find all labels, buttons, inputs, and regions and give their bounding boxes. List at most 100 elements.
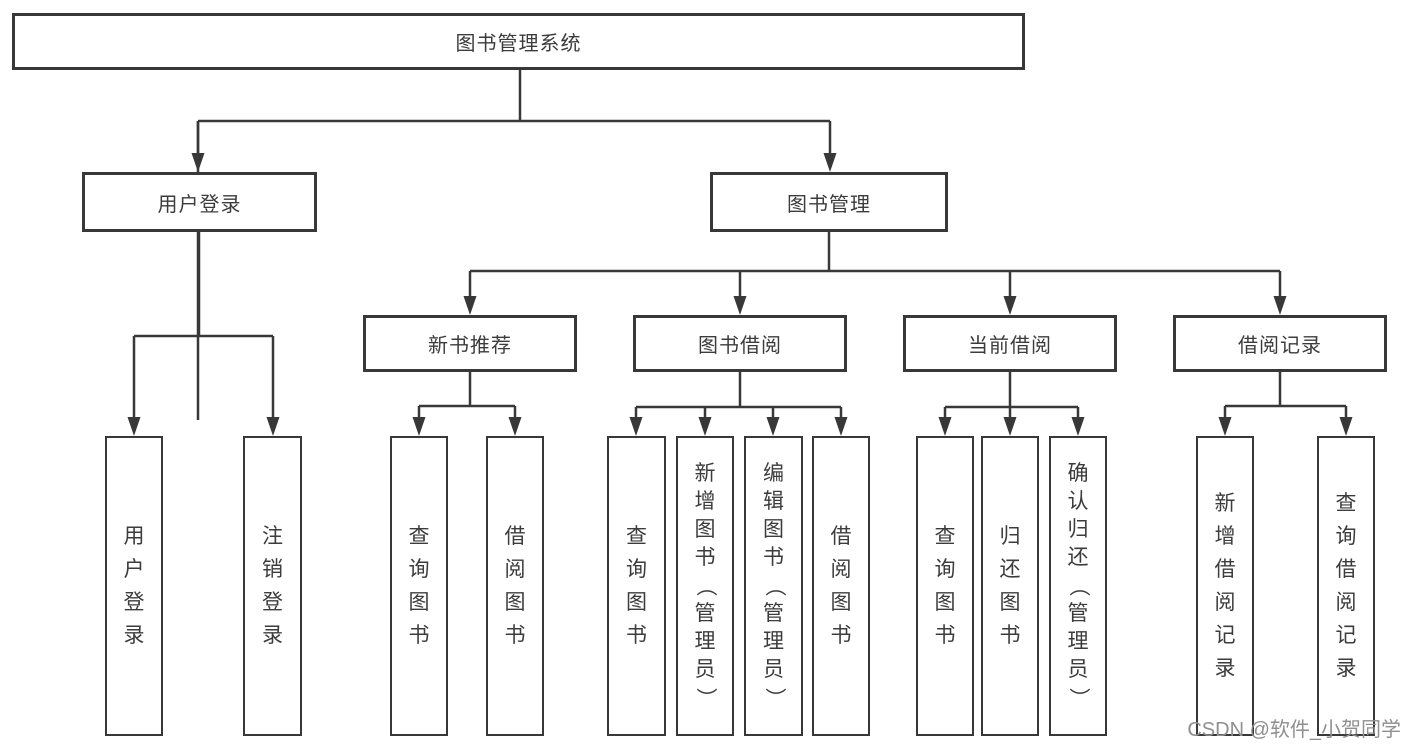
- leaf-logout: 注销登录: [243, 436, 302, 736]
- vertical-char: 记: [1214, 623, 1236, 647]
- arrowhead: [938, 417, 952, 436]
- vertical-char: 新: [1214, 491, 1236, 515]
- vertical-char: 书: [504, 623, 526, 647]
- vertical-char: 员: [763, 658, 784, 681]
- vertical-char: 询: [934, 557, 956, 581]
- vertical-char: 户: [123, 557, 145, 581]
- arrowhead: [508, 417, 522, 436]
- vertical-char: 书: [830, 623, 852, 647]
- vertical-char: 查: [626, 524, 647, 548]
- arrowhead: [834, 417, 848, 436]
- vertical-char: 归: [1067, 518, 1089, 541]
- vertical-char: 录: [1214, 656, 1236, 680]
- arrowhead: [766, 417, 780, 436]
- vertical-char: 图: [694, 518, 716, 541]
- vertical-char: 查: [1335, 491, 1357, 515]
- vertical-char: 管: [1067, 602, 1089, 625]
- csdn-watermark: CSDN @软件_小贺同学: [1187, 719, 1401, 741]
- leaf-records-query-record: 查询借阅记录: [1317, 436, 1375, 736]
- arrowhead: [1003, 417, 1017, 436]
- vertical-char: 书: [626, 623, 647, 647]
- leaf-borrowing-borrow-books: 借阅图书: [812, 436, 870, 736]
- vertical-char: 还: [999, 557, 1021, 581]
- connector-bookmgmt-to-level2: [468, 232, 1282, 299]
- vertical-char: 阅: [1214, 590, 1236, 614]
- vertical-char: 询: [1335, 524, 1357, 548]
- vertical-char: 录: [123, 623, 145, 647]
- connector-userlogin-to-leaves: [132, 232, 275, 420]
- node-user-login: 用户登录: [82, 172, 317, 232]
- vertical-char: 录: [1335, 656, 1357, 680]
- vertical-char: 认: [1067, 490, 1089, 513]
- vertical-char: 图: [999, 590, 1021, 614]
- arrowhead: [127, 417, 141, 436]
- arrowhead: [1071, 417, 1085, 436]
- vertical-char: 图: [408, 590, 430, 614]
- vertical-char: 登: [262, 590, 283, 614]
- vertical-char: 阅: [504, 557, 526, 581]
- vertical-char: 辑: [763, 490, 784, 513]
- vertical-char: 理: [763, 630, 784, 653]
- leaf-recommend-query-books: 查询图书: [390, 436, 448, 736]
- vertical-char: 图: [934, 590, 956, 614]
- arrowhead: [823, 153, 837, 172]
- vertical-char: 归: [999, 524, 1021, 548]
- node-borrowing-records: 借阅记录: [1173, 315, 1387, 372]
- leaf-recommend-borrow-books: 借阅图书: [486, 436, 544, 736]
- arrowhead: [463, 296, 477, 315]
- vertical-char: 增: [694, 490, 716, 513]
- vertical-char: 借: [1335, 557, 1357, 581]
- arrowhead: [629, 417, 643, 436]
- arrowhead: [1003, 296, 1017, 315]
- vertical-char: 编: [763, 462, 784, 485]
- vertical-char: 书: [408, 623, 430, 647]
- vertical-char: 书: [999, 623, 1021, 647]
- vertical-char: 注: [262, 524, 283, 548]
- vertical-char: （: [694, 575, 717, 597]
- vertical-char: 确: [1067, 462, 1089, 485]
- node-book-management: 图书管理: [710, 172, 948, 232]
- leaf-current-return-books: 归还图书: [981, 436, 1039, 736]
- connector-root-to-level1: [196, 70, 832, 420]
- vertical-char: 用: [123, 524, 145, 548]
- vertical-char: 阅: [830, 557, 852, 581]
- node-current-borrowing: 当前借阅: [903, 315, 1117, 372]
- vertical-char: 书: [934, 623, 956, 647]
- node-new-book-recommend: 新书推荐: [363, 315, 577, 372]
- arrowhead: [733, 296, 747, 315]
- arrowhead: [1339, 417, 1353, 436]
- vertical-char: 员: [694, 658, 716, 681]
- vertical-char: 阅: [1335, 590, 1357, 614]
- arrowhead: [191, 153, 205, 172]
- leaf-borrowing-add-books-admin: 新增图书（管理员）: [676, 436, 734, 736]
- arrowhead: [266, 417, 280, 436]
- vertical-char: 增: [1214, 524, 1236, 548]
- vertical-char: 员: [1067, 658, 1089, 681]
- vertical-char: ）: [1067, 687, 1090, 709]
- vertical-char: 图: [626, 590, 647, 614]
- vertical-char: 询: [626, 557, 647, 581]
- vertical-char: 还: [1067, 546, 1089, 569]
- vertical-char: 图: [830, 590, 852, 614]
- vertical-char: 图: [763, 518, 784, 541]
- node-library-management-system: 图书管理系统: [12, 13, 1025, 70]
- arrowhead: [1273, 296, 1287, 315]
- arrowhead: [412, 417, 426, 436]
- vertical-char: 书: [763, 546, 784, 569]
- vertical-char: 借: [1214, 557, 1236, 581]
- leaf-user-login: 用户登录: [105, 436, 163, 736]
- connector-current-to-leaves: [943, 372, 1080, 420]
- arrowhead: [1218, 417, 1232, 436]
- connector-records-to-leaves: [1223, 372, 1348, 420]
- vertical-char: 理: [694, 630, 716, 653]
- vertical-char: ）: [762, 687, 786, 709]
- vertical-char: （: [1067, 575, 1090, 597]
- vertical-char: 图: [504, 590, 526, 614]
- vertical-char: 登: [123, 590, 145, 614]
- vertical-char: ）: [694, 687, 717, 709]
- node-book-borrowing: 图书借阅: [633, 315, 847, 372]
- vertical-char: 管: [694, 602, 716, 625]
- vertical-char: （: [762, 575, 786, 597]
